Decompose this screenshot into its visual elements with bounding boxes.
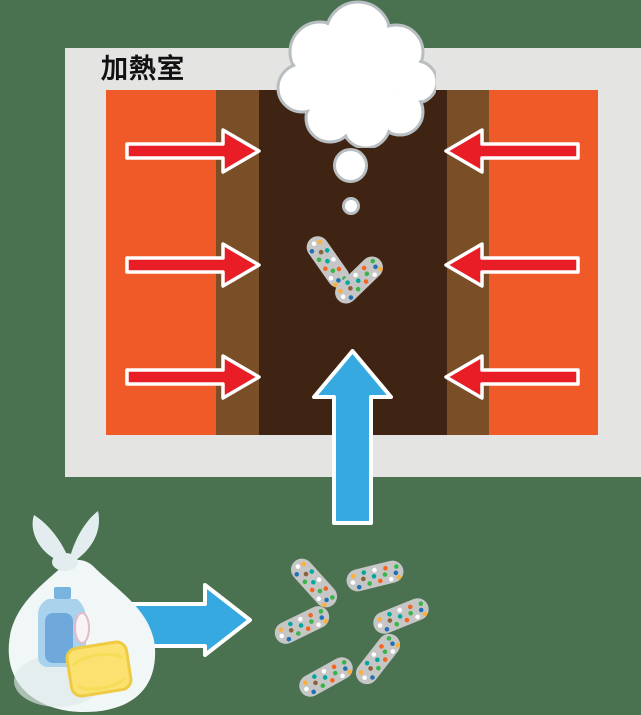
bag-knot-ear-left: [32, 515, 67, 561]
bag-knot: [52, 553, 78, 571]
plastic-pellet-icon: [344, 558, 406, 594]
pellet-feed-arrow-icon: [312, 349, 393, 525]
heat-arrow-right-3-icon: [444, 354, 580, 400]
yellow-tub-icon: [65, 640, 133, 698]
waste-bag-icon: [8, 511, 156, 712]
thought-bubble-dot-large: [333, 148, 368, 183]
plastic-pellet-icon: [295, 653, 357, 701]
plastic-pellet-icon: [286, 554, 342, 612]
chamber-label: 加熱室: [101, 54, 185, 85]
heat-arrow-right-2-icon: [444, 242, 580, 288]
bag-knot-ear-right: [70, 511, 100, 560]
heat-arrow-left-1-icon: [125, 128, 261, 174]
plastic-pellet-icon: [369, 594, 433, 638]
plastic-pellet-icon: [351, 629, 405, 689]
thought-bubble-dot-small: [342, 197, 360, 215]
heat-arrow-left-3-icon: [125, 354, 261, 400]
heat-arrow-right-1-icon: [444, 128, 580, 174]
steam-cloud-icon: [276, 0, 436, 148]
plastic-pellet-icon: [271, 602, 333, 648]
detergent-bottle-icon: [38, 587, 90, 667]
heat-arrow-left-2-icon: [125, 242, 261, 288]
